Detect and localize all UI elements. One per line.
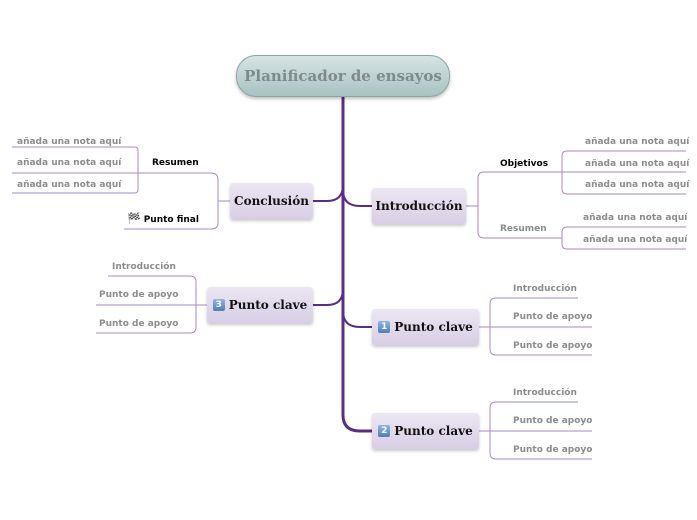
subtopic-item[interactable]: Punto de apoyo [99, 290, 179, 300]
topic-punto-clave-2[interactable]: 2 Punto clave [372, 413, 479, 449]
note-item[interactable]: añada una nota aquí [17, 158, 122, 168]
subtopic-item[interactable]: Introducción [513, 388, 577, 398]
topic-punto-clave-1[interactable]: 1 Punto clave [372, 309, 479, 345]
topic-conclusion-label: Conclusión [234, 194, 309, 208]
checkered-flag-icon: 🏁 [127, 212, 141, 225]
subtopic-item[interactable]: Punto de apoyo [513, 416, 593, 426]
trunk-line [341, 95, 372, 433]
note-item[interactable]: añada una nota aquí [583, 235, 688, 245]
topic-introduccion[interactable]: Introducción [372, 188, 466, 224]
subtopic-item[interactable]: Introducción [513, 284, 577, 294]
subtopic-item[interactable]: Punto de apoyo [513, 312, 593, 322]
note-item[interactable]: añada una nota aquí [585, 137, 690, 147]
subtopic-resumen-conclusion[interactable]: Resumen [152, 158, 199, 168]
branch-conclusion [313, 184, 344, 202]
number-1-icon: 1 [378, 321, 391, 333]
subtopic-punto-final[interactable]: 🏁Punto final [127, 212, 199, 225]
root-title: Planificador de ensayos [244, 67, 442, 85]
branch-punto1 [342, 310, 372, 328]
subtopic-item[interactable]: Punto de apoyo [513, 445, 593, 455]
note-item[interactable]: añada una nota aquí [17, 137, 122, 147]
subtopic-resumen-introduccion[interactable]: Resumen [500, 224, 547, 234]
topic-punto1-label: Punto clave [394, 320, 473, 334]
topic-punto2-label: Punto clave [394, 424, 473, 438]
note-item[interactable]: añada una nota aquí [17, 180, 122, 190]
number-2-icon: 2 [378, 425, 391, 437]
subtopic-item[interactable]: Punto de apoyo [513, 341, 593, 351]
note-item[interactable]: añada una nota aquí [585, 159, 690, 169]
topic-punto3-label: Punto clave [228, 298, 308, 312]
note-item[interactable]: añada una nota aquí [583, 213, 688, 223]
branch-introduccion [342, 189, 372, 207]
topic-introduccion-label: Introducción [375, 199, 463, 213]
root-topic[interactable]: Planificador de ensayos [236, 55, 450, 97]
subtopic-objetivos[interactable]: Objetivos [500, 159, 549, 169]
subtopic-item[interactable]: Punto de apoyo [99, 319, 179, 329]
subtopic-item[interactable]: Introducción [112, 262, 176, 272]
topic-punto-clave-3[interactable]: 3 Punto clave [207, 287, 313, 323]
branch-punto3 [313, 288, 344, 306]
number-3-icon: 3 [212, 299, 225, 311]
subtopic-punto-final-label: Punto final [143, 215, 199, 225]
note-item[interactable]: añada una nota aquí [585, 180, 690, 190]
topic-conclusion[interactable]: Conclusión [230, 183, 313, 219]
